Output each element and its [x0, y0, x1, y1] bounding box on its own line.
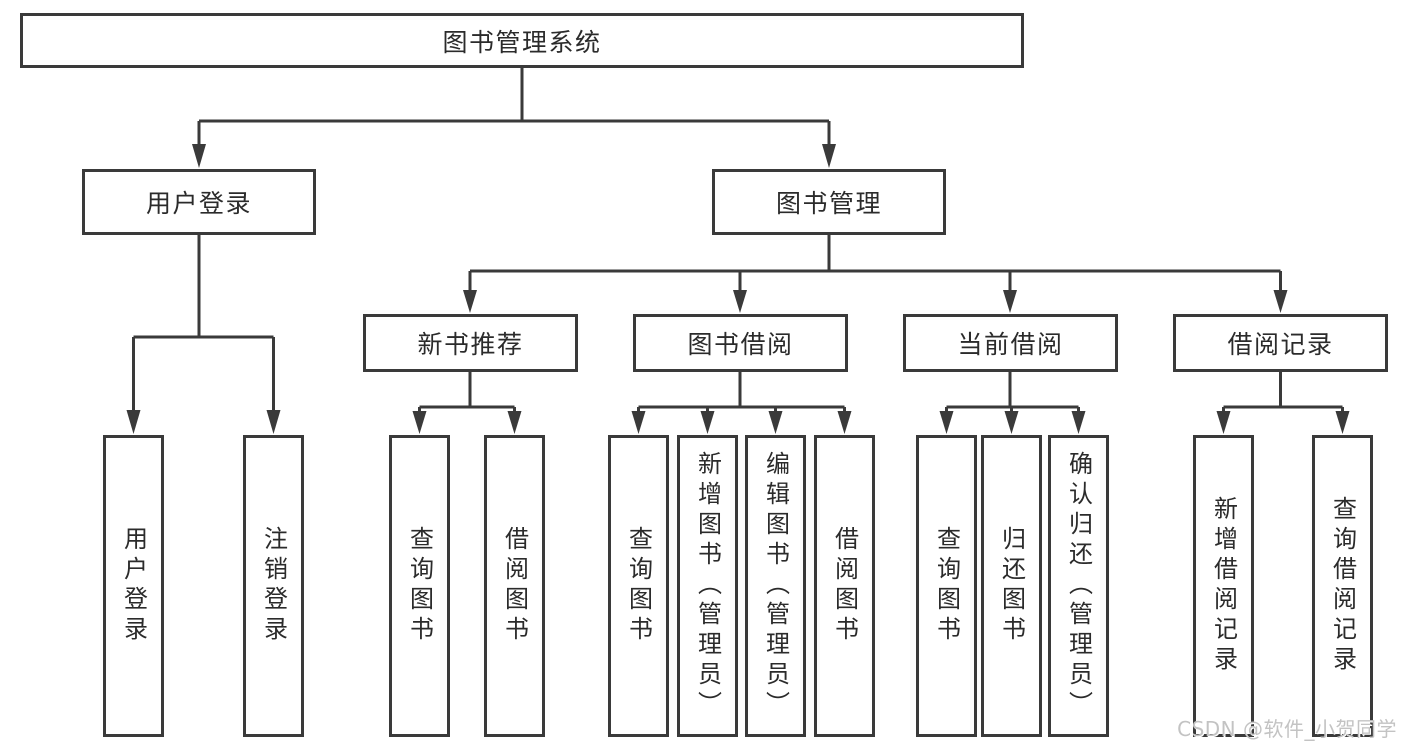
node-label: 确认归还（管理员） — [1064, 451, 1093, 721]
node-current-borrow: 当前借阅 — [903, 314, 1118, 372]
node-label: 当前借阅 — [957, 330, 1064, 359]
node-book-management: 图书管理 — [712, 169, 946, 235]
node-label: 归还图书 — [997, 526, 1026, 646]
node-label: 查询图书 — [932, 526, 961, 646]
node-label: 查询图书 — [624, 526, 653, 646]
leaf-borrow-books: 借阅图书 — [814, 435, 875, 737]
csdn-watermark: CSDN @软件_小贺同学 — [1177, 717, 1397, 741]
node-label: 借阅记录 — [1227, 330, 1334, 359]
node-label: 新增图书（管理员） — [693, 451, 722, 721]
leaf-user-login: 用户登录 — [103, 435, 164, 737]
node-label: 注销登录 — [259, 526, 288, 646]
node-borrow-records: 借阅记录 — [1173, 314, 1388, 372]
node-new-book-recommend: 新书推荐 — [363, 314, 578, 372]
node-label: 编辑图书（管理员） — [761, 451, 790, 721]
node-label: 查询图书 — [405, 526, 434, 646]
leaf-return-books: 归还图书 — [981, 435, 1042, 737]
leaf-add-borrow-record: 新增借阅记录 — [1193, 435, 1254, 737]
node-label: 查询借阅记录 — [1328, 496, 1357, 676]
node-label: 图书管理 — [775, 189, 882, 218]
leaf-confirm-return-admin: 确认归还（管理员） — [1048, 435, 1109, 737]
leaf-add-books-admin: 新增图书（管理员） — [677, 435, 738, 737]
node-book-borrow: 图书借阅 — [633, 314, 848, 372]
leaf-borrow-books-recommend: 借阅图书 — [484, 435, 545, 737]
node-user-login: 用户登录 — [82, 169, 316, 235]
leaf-query-books-borrow: 查询图书 — [608, 435, 669, 737]
leaf-logout-login: 注销登录 — [243, 435, 304, 737]
leaf-query-borrow-record: 查询借阅记录 — [1312, 435, 1373, 737]
node-label: 新书推荐 — [417, 330, 524, 359]
leaf-query-books-recommend: 查询图书 — [389, 435, 450, 737]
leaf-edit-books-admin: 编辑图书（管理员） — [745, 435, 806, 737]
node-label: 图书管理系统 — [442, 27, 602, 57]
node-root: 图书管理系统 — [20, 13, 1024, 68]
node-label: 用户登录 — [119, 526, 148, 646]
node-label: 用户登录 — [145, 189, 252, 218]
node-label: 借阅图书 — [500, 526, 529, 646]
node-label: 新增借阅记录 — [1209, 496, 1238, 676]
leaf-query-books-current: 查询图书 — [916, 435, 977, 737]
node-label: 图书借阅 — [687, 330, 794, 359]
node-label: 借阅图书 — [830, 526, 859, 646]
